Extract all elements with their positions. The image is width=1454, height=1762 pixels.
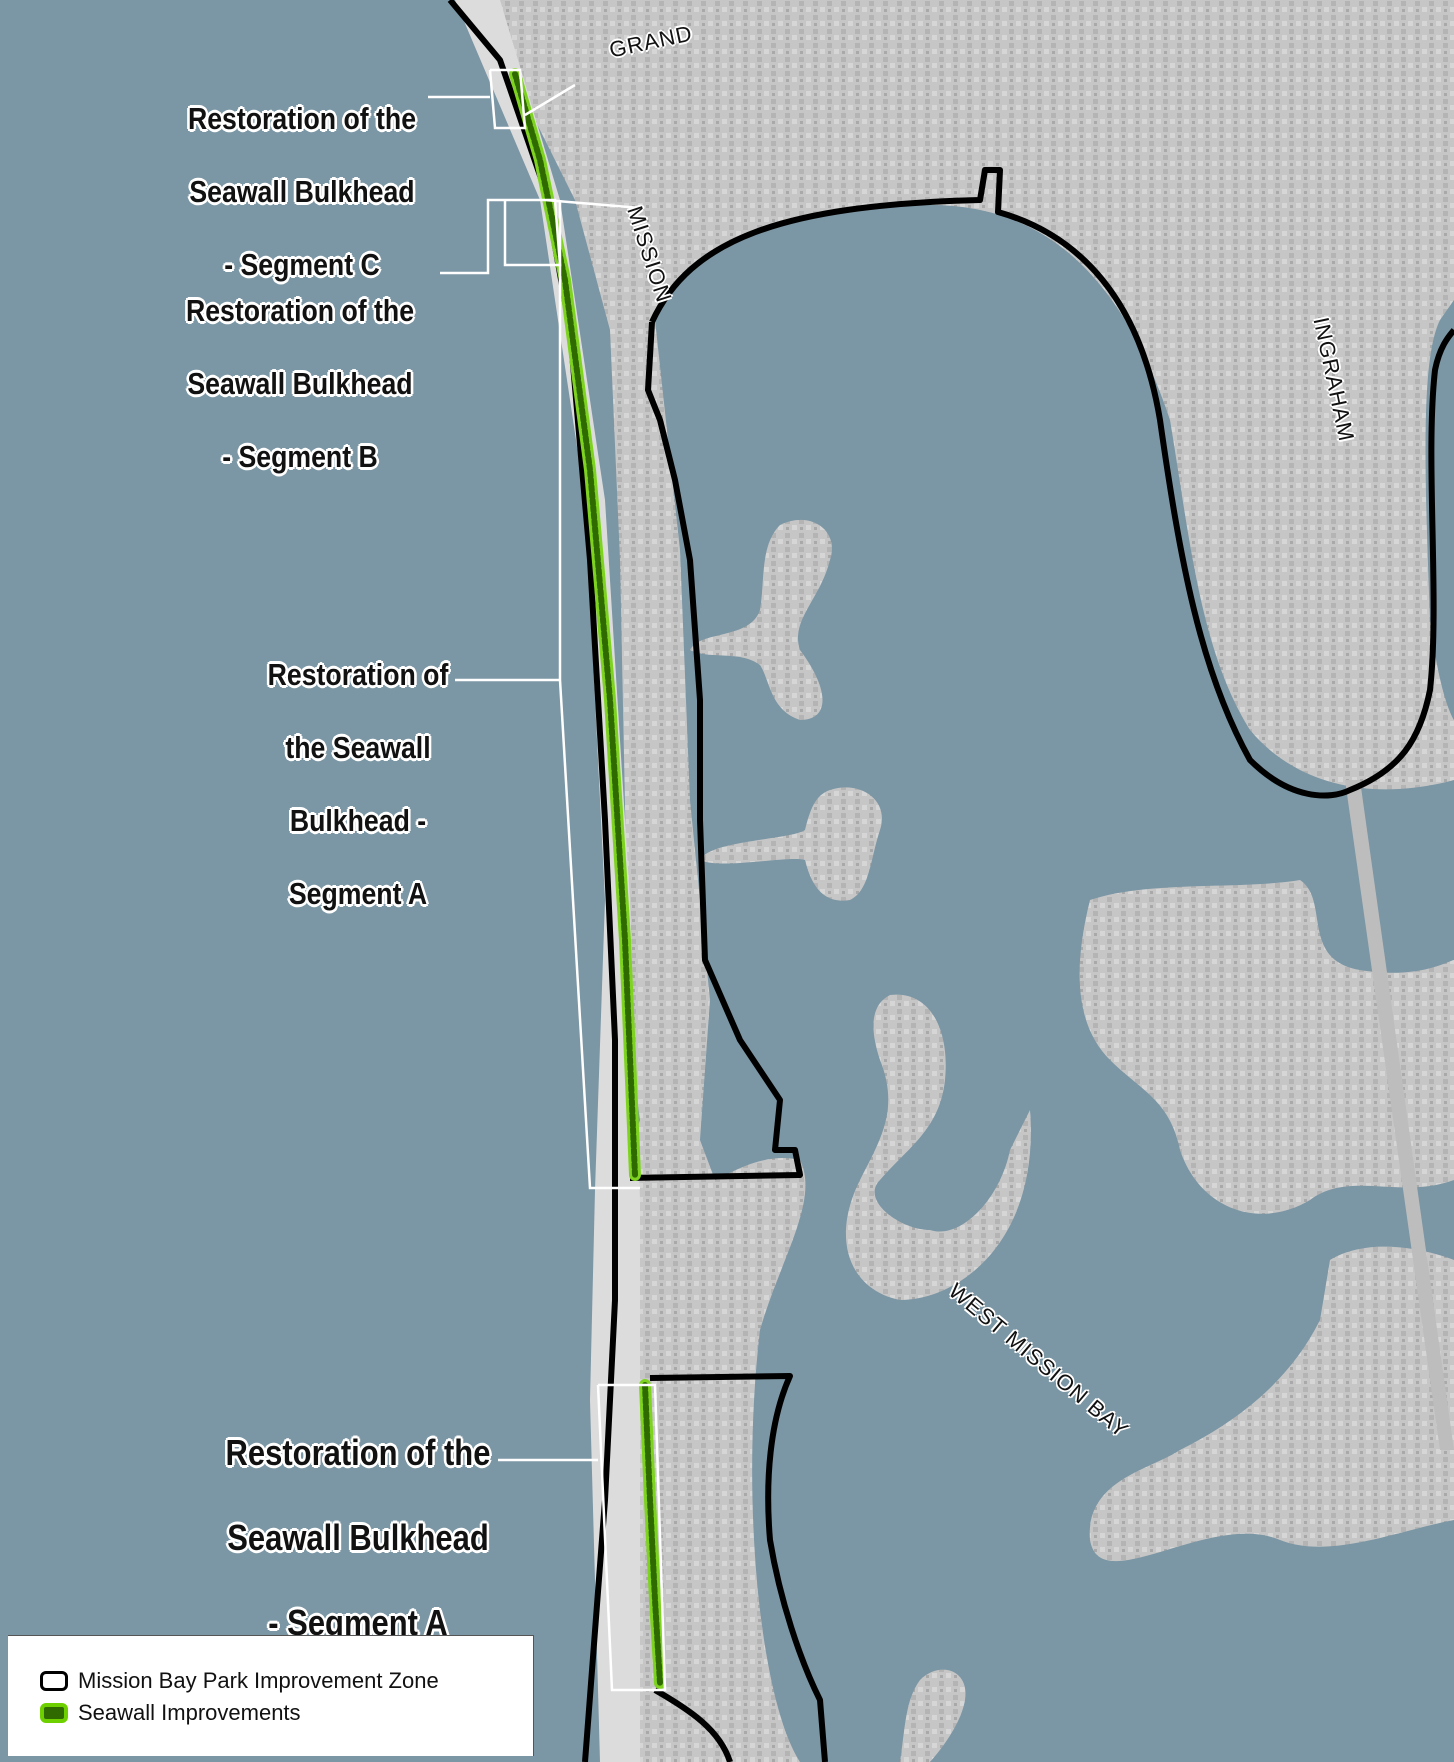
zone-outline-swatch-icon (40, 1671, 68, 1691)
zone-west-peninsula (629, 321, 803, 1181)
leader-segment-c (428, 68, 576, 130)
callout-segment-b: Restoration of the Seawall Bulkhead - Se… (180, 256, 421, 512)
callout-segment-a-north: Restoration of the Seawall Bulkhead - Se… (255, 620, 461, 949)
callout-segment-b-line-2: Seawall Bulkhead (187, 365, 413, 401)
callout-leaders (428, 68, 667, 1692)
legend-item-zone: Mission Bay Park Improvement Zone (40, 1668, 439, 1694)
island-north (690, 519, 832, 720)
south-sandbar (900, 1669, 966, 1762)
callout-segment-a-south-line-1: Restoration of the (225, 1432, 491, 1474)
callout-segment-a-north-line-2: the Seawall (285, 729, 431, 765)
mission-bay-water (655, 205, 1454, 1762)
map-legend: Mission Bay Park Improvement Zone Seawal… (8, 1635, 534, 1756)
zone-ocean-shore (447, 0, 618, 1762)
leader-segment-a-north (455, 200, 640, 1190)
legend-seawall-label: Seawall Improvements (78, 1700, 301, 1725)
callout-segment-c-line-1: Restoration of the (187, 100, 417, 136)
leader-segment-a-south (498, 1383, 667, 1692)
seawall-segment-north-core (512, 71, 638, 1178)
seawall-swatch-icon (40, 1703, 68, 1723)
island-vacation (1079, 880, 1454, 1214)
callout-segment-a-north-line-3: Bulkhead - (289, 802, 427, 838)
callout-segment-b-line-3: - Segment B (222, 438, 378, 474)
callout-segment-c: Restoration of the Seawall Bulkhead - Se… (182, 64, 423, 320)
fiesta-island-edge (1089, 1246, 1454, 1562)
callout-segment-a-north-line-4: Segment A (288, 876, 428, 912)
legend-zone-label: Mission Bay Park Improvement Zone (78, 1668, 439, 1693)
seawall-improvements (509, 68, 666, 1689)
beach-strip (455, 0, 640, 1762)
zone-north-bay (649, 167, 1454, 799)
bridge-causeway (1345, 780, 1454, 1450)
improvement-zone-outlines (447, 0, 1454, 1762)
callout-segment-b-line-1: Restoration of the (185, 292, 415, 328)
seawall-segment-south-core (642, 1382, 663, 1686)
zone-south (649, 1373, 828, 1762)
callout-segment-c-line-3: - Segment C (224, 246, 380, 282)
island-south (845, 994, 1031, 1300)
island-middle (700, 787, 882, 901)
callout-segment-a-north-line-1: Restoration of (267, 656, 449, 692)
callout-segment-a-south-line-2: Seawall Bulkhead (227, 1517, 489, 1559)
callout-segment-c-line-2: Seawall Bulkhead (189, 173, 415, 209)
legend-item-seawall: Seawall Improvements (40, 1700, 301, 1726)
